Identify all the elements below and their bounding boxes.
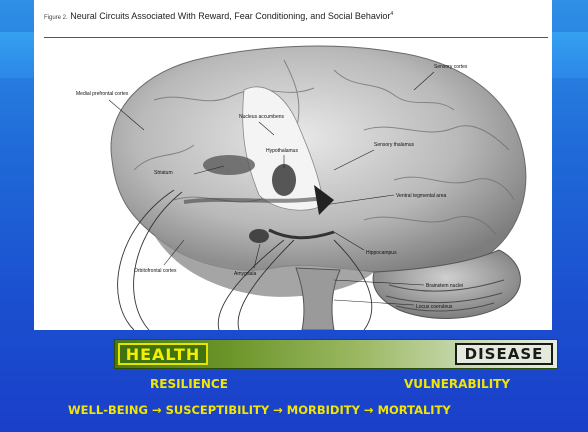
label-amygdala: Amygdala	[234, 271, 256, 277]
figure-caption: Figure 2. Neural Circuits Associated Wit…	[44, 9, 484, 23]
stage-well-being: WELL-BEING	[68, 403, 148, 417]
label-orbitofrontal-cortex: Orbitofrontal cortex	[134, 268, 177, 274]
label-brainstem-nuclei: Brainstem nuclei	[426, 283, 463, 289]
figure-ref: 4	[390, 11, 394, 17]
resilience-heading: RESILIENCE	[150, 377, 228, 391]
vulnerability-heading: VULNERABILITY	[404, 377, 511, 391]
brainstem-shape	[295, 267, 341, 330]
arrow-icon: →	[273, 403, 283, 417]
brain-figure: Figure 2. Neural Circuits Associated Wit…	[34, 0, 552, 330]
stage-mortality: MORTALITY	[377, 403, 451, 417]
arrow-icon: →	[151, 403, 162, 417]
label-sensory-cortex: Sensory cortex	[434, 64, 468, 70]
cerebrum-shape	[110, 45, 527, 276]
label-locus-coeruleus: Locus coeruleus	[416, 304, 453, 310]
label-nucleus-accumbens: Nucleus accumbens	[239, 114, 285, 120]
label-vta: Ventral tegmental area	[396, 193, 447, 199]
stage-susceptibility: SUSCEPTIBILITY	[165, 403, 270, 417]
label-medial-prefrontal-cortex: Medial prefrontal cortex	[76, 91, 129, 97]
label-sensory-thalamus: Sensory thalamus	[374, 142, 415, 148]
cerebellum-shape	[372, 249, 521, 319]
health-label: HEALTH	[118, 343, 208, 365]
caption-rule	[44, 37, 548, 38]
label-hypothalamus: Hypothalamus	[266, 148, 298, 154]
figure-title: Neural Circuits Associated With Reward, …	[70, 11, 391, 21]
label-hippocampus: Hippocampus	[366, 250, 397, 256]
label-striatum: Striatum	[154, 170, 173, 176]
brain-illustration: Medial prefrontal cortex Sensory cortex …	[76, 45, 527, 330]
vta-shape	[314, 185, 334, 215]
stage-morbidity: MORBIDITY	[286, 403, 360, 417]
figure-number: Figure 2.	[44, 15, 68, 21]
arrow-icon: →	[363, 403, 374, 417]
thalamus-shape	[272, 164, 296, 196]
striatum-shape	[203, 155, 255, 175]
amygdala-shape	[249, 229, 269, 243]
progression-pathway: WELL-BEING→SUSCEPTIBILITY→MORBIDITY→MORT…	[68, 403, 451, 417]
disease-label: DISEASE	[455, 343, 553, 365]
